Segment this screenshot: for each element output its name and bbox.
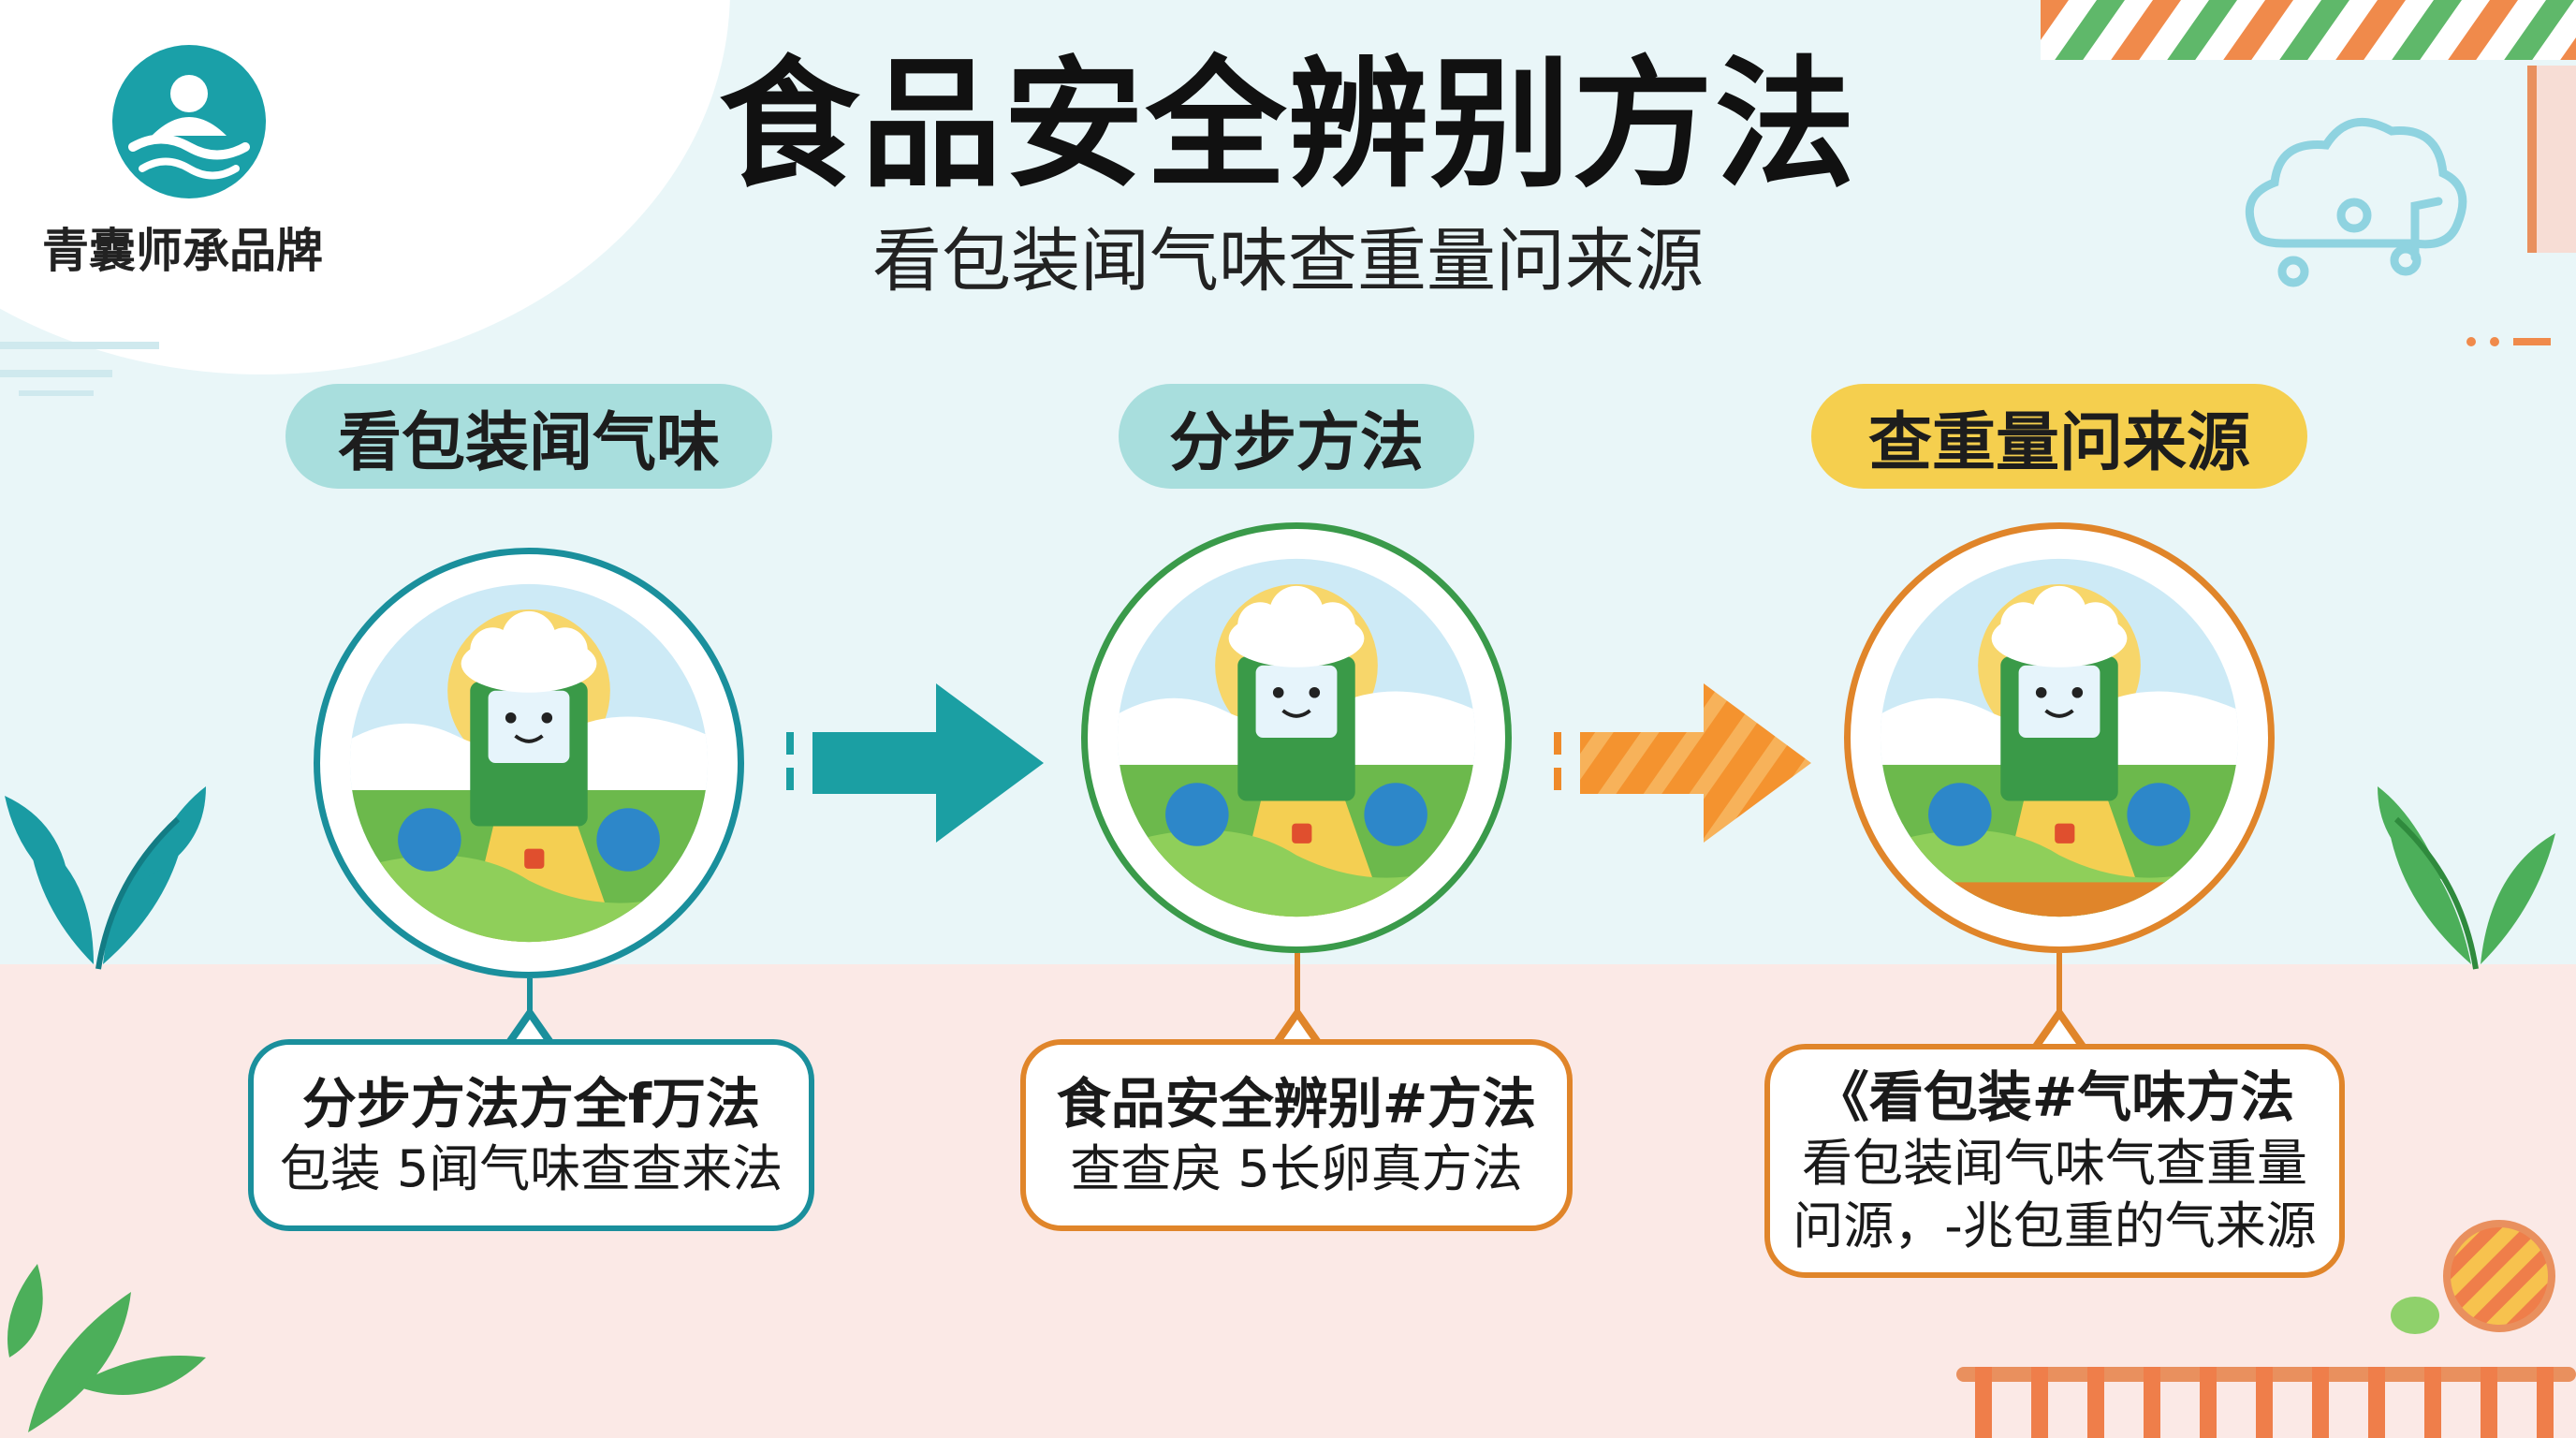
- step-1-card-line-1: 分步方法方全f万法: [301, 1071, 761, 1136]
- food-mascot-icon: [349, 583, 709, 943]
- step-3-card-line-2: 看包装闻气味气查重量: [1802, 1133, 2307, 1193]
- food-mascot-icon: [1880, 558, 2239, 917]
- step-3-pill: 查重量问来源: [1811, 384, 2307, 489]
- step-1-pill: 看包装闻气味: [285, 384, 772, 489]
- step-3-illustration: [1844, 522, 2275, 953]
- step-2-pill: 分步方法: [1119, 384, 1474, 489]
- step-3-card-line-1: 《看包装#气味方法: [1814, 1065, 2295, 1130]
- orange-arrow: [1554, 683, 1811, 843]
- step-2-card-line-1: 食品安全辨别#方法: [1056, 1071, 1537, 1136]
- step-3-connector: [2056, 953, 2062, 1030]
- step-3-pointer-inner: [2042, 1020, 2076, 1044]
- leaf-icon: [5, 786, 206, 970]
- dotted-line-decoration: [2466, 337, 2551, 346]
- leaf-icon: [2378, 786, 2555, 970]
- food-mascot-icon: [1117, 558, 1476, 917]
- step-1-illustration: [314, 548, 744, 978]
- fence-decoration: [1956, 1367, 2576, 1438]
- step-3-card: 《看包装#气味方法 看包装闻气味气查重量 问源，-兆包重的气来源: [1764, 1044, 2345, 1278]
- cloud-music-icon: [2245, 117, 2467, 287]
- right-edge-frame: [2527, 66, 2576, 253]
- striped-ribbon-decoration: [2041, 0, 2576, 60]
- step-3-card-line-3: 问源，-兆包重的气来源: [1793, 1196, 2317, 1256]
- step-1-card-line-2: 包装 5闻气味查查来法: [279, 1139, 783, 1198]
- step-2-card-line-2: 查查戾 5长卵真方法: [1070, 1139, 1523, 1198]
- step-2-connector: [1295, 953, 1300, 1030]
- page-subtitle: 看包装闻气味查重量问来源: [872, 221, 1704, 301]
- page-title: 食品安全辨别方法: [718, 44, 1857, 207]
- step-2-illustration: [1081, 522, 1512, 953]
- speed-lines-decoration: [0, 342, 159, 396]
- brand-name-label: 青囊师承品牌: [42, 224, 323, 278]
- brand-logo-icon: [112, 45, 266, 198]
- leaf-icon: [7, 1264, 206, 1432]
- step-1-card: 分步方法方全f万法 包装 5闻气味查查来法: [248, 1039, 814, 1231]
- step-2-card: 食品安全辨别#方法 查查戾 5长卵真方法: [1020, 1039, 1573, 1231]
- striped-badge-decoration: [2391, 1220, 2555, 1334]
- teal-arrow: [786, 683, 1044, 843]
